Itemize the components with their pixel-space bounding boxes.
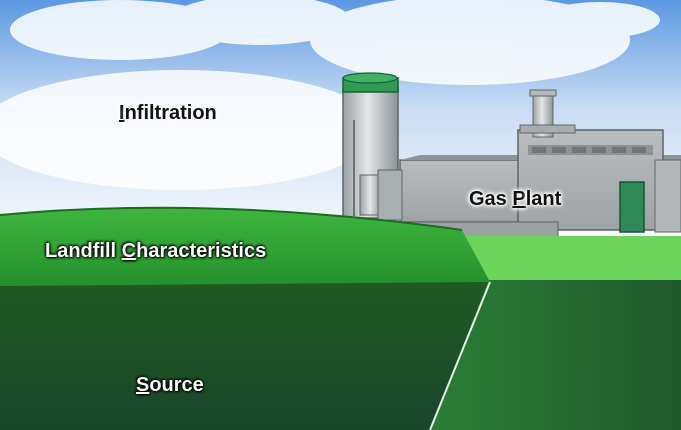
landfill-body — [0, 282, 488, 430]
landfill-characteristics-label[interactable]: Landfill Characteristics — [45, 240, 267, 262]
clouds — [0, 0, 660, 190]
gas-plant-illustration — [342, 72, 681, 239]
source-label[interactable]: Source — [136, 374, 204, 396]
infiltration-label[interactable]: Infiltration — [119, 102, 217, 124]
landfill-cap — [0, 207, 490, 286]
gas-plant-label[interactable]: Gas Plant — [469, 188, 562, 210]
ground-cross-section — [430, 280, 681, 430]
boundary-line — [429, 281, 491, 430]
ground-surface — [460, 236, 681, 286]
